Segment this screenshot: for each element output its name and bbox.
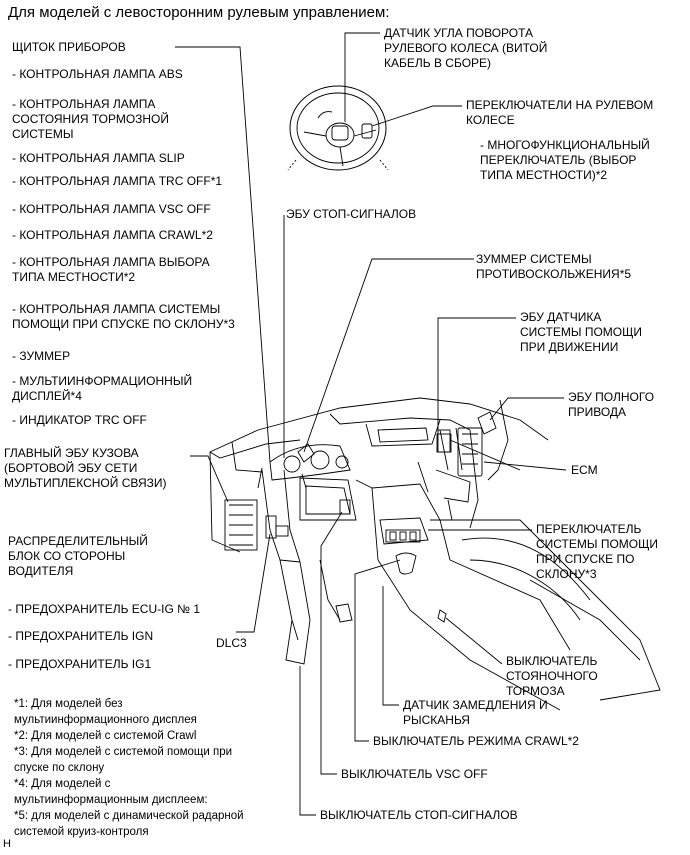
- footnote-3: *3: Для моделей с системой помощи при сп…: [14, 746, 233, 774]
- junction-block-body: [224, 499, 258, 551]
- label-vsc-off-switch: ВЫКЛЮЧАТЕЛЬ VSC OFF: [341, 767, 488, 781]
- footnote-5: *5: для моделей с динамической радарной …: [14, 810, 244, 838]
- label-trc-off-lamp: - КОНТРОЛЬНАЯ ЛАМПА TRC OFF*1: [12, 174, 223, 188]
- label-assist-sensor-ecu: ЭБУ ДАТЧИКА СИСТЕМЫ ПОМОЩИ ПРИ ДВИЖЕНИИ: [520, 310, 643, 354]
- leader-lines: [175, 32, 567, 816]
- label-dac-lamp: - КОНТРОЛЬНАЯ ЛАМПА СИСТЕМЫ ПОМОЩИ ПРИ С…: [12, 302, 235, 331]
- label-multi-switch: - МНОГОФУНКЦИОНАЛЬНЫЙ ПЕРЕКЛЮЧАТЕЛЬ (ВЫБ…: [480, 138, 650, 182]
- label-multi-display: - МУЛЬТИИНФОРМАЦИОННЫЙ ДИСПЛЕЙ*4: [12, 374, 193, 403]
- label-awd-ecu: ЭБУ ПОЛНОГО ПРИВОДА: [568, 390, 655, 419]
- label-crawl-switch: ВЫКЛЮЧАТЕЛЬ РЕЖИМА CRAWL*2: [373, 734, 579, 748]
- center-switch-panel: [385, 529, 421, 543]
- label-theft-buzzer: ЗУММЕР СИСТЕМЫ ПРОТИВОСКОЛЬЖЕНИЯ*5: [476, 252, 632, 281]
- label-parking-brake-switch: ВЫКЛЮЧАТЕЛЬ СТОЯНОЧНОГО ТОРМОЗА: [506, 654, 598, 698]
- label-trc-off-indicator: - ИНДИКАТОР TRC OFF: [12, 413, 147, 427]
- footnote-2: *2: Для моделей с системой Crawl: [14, 730, 197, 742]
- awd-ecu-body: [457, 427, 483, 477]
- corner-mark: H: [3, 838, 11, 850]
- label-stop-lamp-switch: ВЫКЛЮЧАТЕЛЬ СТОП-СИГНАЛОВ: [320, 808, 518, 822]
- label-slip-lamp: - КОНТРОЛЬНАЯ ЛАМПА SLIP: [12, 151, 185, 165]
- label-brake-lamp: - КОНТРОЛЬНАЯ ЛАМПА СОСТОЯНИЯ ТОРМОЗНОЙ …: [12, 97, 170, 141]
- label-vsc-off-lamp: - КОНТРОЛЬНАЯ ЛАМПА VSC OFF: [12, 202, 211, 216]
- steering-wheel-inset: [287, 85, 389, 171]
- assist-sensor-ecu-body: [436, 433, 452, 453]
- label-buzzer: - ЗУММЕР: [12, 349, 71, 363]
- label-ecm: ECM: [571, 463, 598, 477]
- label-crawl-lamp: - КОНТРОЛЬНАЯ ЛАМПА CRAWL*2: [12, 228, 213, 242]
- label-junction-block: РАСПРЕДЕЛИТЕЛЬНЫЙ БЛОК СО СТОРОНЫ ВОДИТЕ…: [8, 534, 148, 578]
- label-steering-switches: ПЕРЕКЛЮЧАТЕЛИ НА РУЛЕВОМ КОЛЕСЕ: [466, 98, 654, 127]
- component-blocks: [224, 411, 497, 623]
- label-dlc3: DLC3: [216, 636, 247, 650]
- label-yaw-sensor: ДАТЧИК ЗАМЕДЛЕНИЯ И РЫСКАНЬЯ: [403, 698, 548, 727]
- page-title: Для моделей с левосторонним рулевым упра…: [8, 4, 390, 21]
- label-steering-sensor: ДАТЧИК УГЛА ПОВОРОТА РУЛЕВОГО КОЛЕСА (ВИ…: [384, 26, 548, 70]
- label-stop-lamp-ecu: ЭБУ СТОП-СИГНАЛОВ: [286, 207, 417, 221]
- label-abs-lamp: - КОНТРОЛЬНАЯ ЛАМПА ABS: [12, 67, 183, 81]
- label-dac-switch: ПЕРЕКЛЮЧАТЕЛЬ СИСТЕМЫ ПОМОЩИ ПРИ СПУСКЕ …: [536, 522, 659, 581]
- label-fuse-ecu-ig: - ПРЕДОХРАНИТЕЛЬ ECU-IG № 1: [8, 602, 201, 616]
- label-fuse-ign: - ПРЕДОХРАНИТЕЛЬ IGN: [8, 629, 154, 643]
- label-terrain-lamp: - КОНТРОЛЬНАЯ ЛАМПА ВЫБОРА ТИПА МЕСТНОСТ…: [12, 255, 210, 284]
- label-combination-meter: ЩИТОК ПРИБОРОВ: [12, 40, 126, 54]
- label-main-body-ecu: ГЛАВНЫЙ ЭБУ КУЗОВА (БОРТОВОЙ ЭБУ СЕТИ МУ…: [4, 446, 167, 490]
- dashboard-outline: [209, 397, 661, 711]
- label-fuse-ig1: - ПРЕДОХРАНИТЕЛЬ IG1: [8, 657, 152, 671]
- footnote-4: *4: Для моделей с мультиинформационным д…: [14, 778, 208, 806]
- footnote-1: *1: Для моделей без мультиинформационног…: [14, 698, 197, 726]
